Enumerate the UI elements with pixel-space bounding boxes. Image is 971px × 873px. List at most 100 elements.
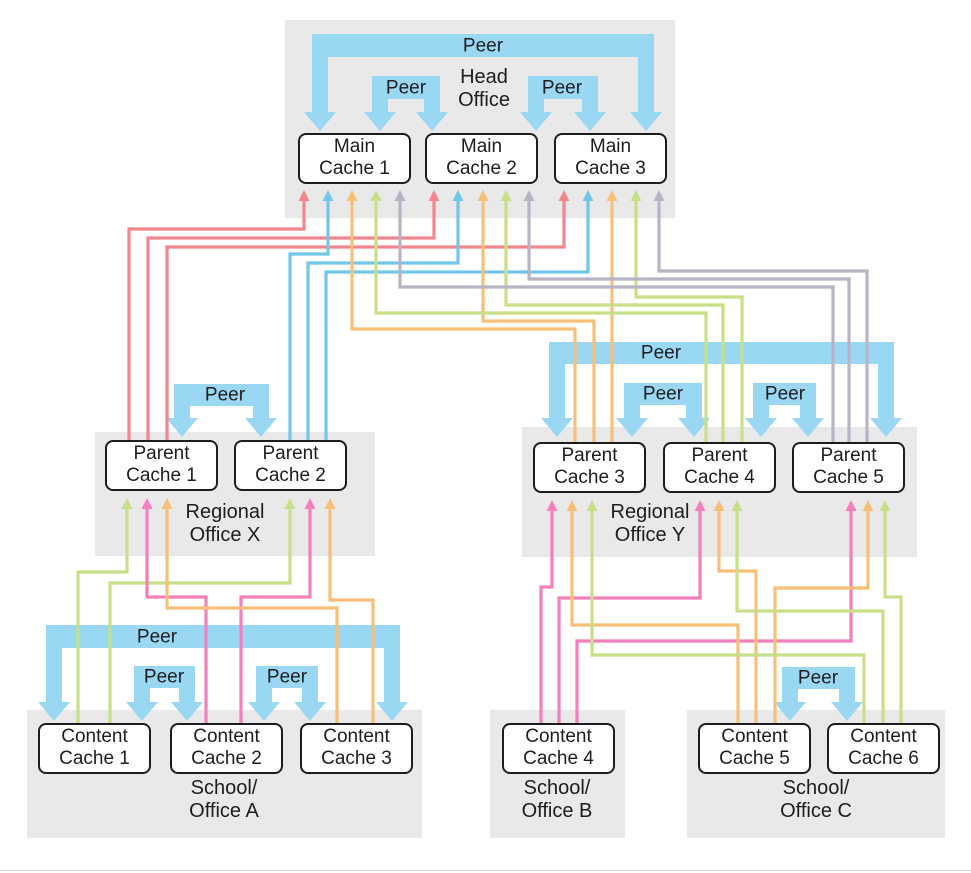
arrowhead-icon <box>394 190 406 201</box>
arrowhead-icon <box>523 190 535 201</box>
connection-parent-cache-1-to-main-cache-3 <box>165 200 566 440</box>
office-label-line1: School/ <box>523 777 591 799</box>
cache-label-line1: Content <box>525 726 592 747</box>
office-label-line2: Office <box>458 89 510 111</box>
peer-arrowhead-icon <box>38 702 70 721</box>
connection-content-cache-6-to-parent-cache-4 <box>735 510 885 723</box>
peer-arrow-head-outer: Peer <box>304 34 662 131</box>
cache-label-line2: Cache 5 <box>719 748 790 769</box>
peer-arrowhead-icon <box>166 418 198 437</box>
peer-arrowhead-icon <box>630 112 662 131</box>
arrowhead-icon <box>477 190 489 201</box>
arrowhead-icon <box>324 498 336 509</box>
connection-content-cache-6-to-parent-cache-3 <box>590 510 866 723</box>
connection-content-cache-4-to-parent-cache-4 <box>557 510 702 723</box>
cache-label-line2: Cache 1 <box>126 465 197 486</box>
cache-label-line2: Cache 4 <box>523 748 594 769</box>
cache-label-line1: Parent <box>133 443 190 464</box>
peer-arrowhead-icon <box>792 418 824 437</box>
arrowhead-icon <box>546 500 558 511</box>
peer-label: Peer <box>643 384 684 405</box>
arrowhead-icon <box>845 500 857 511</box>
cache-label-line2: Cache 1 <box>319 158 390 179</box>
arrowhead-icon <box>558 190 570 201</box>
arrowhead-icon <box>304 498 316 509</box>
peer-arrow-head-left: Peer <box>364 76 448 131</box>
content-cache-1-box: Content Cache 1 <box>38 723 151 774</box>
arrowhead-icon <box>566 500 578 511</box>
arrowhead-icon <box>428 190 440 201</box>
peer-arrowhead-icon <box>245 418 277 437</box>
arrowhead-icon <box>121 498 133 509</box>
arrowhead-icon <box>141 498 153 509</box>
peer-arrowhead-icon <box>745 418 777 437</box>
peer-arrowhead-icon <box>416 112 448 131</box>
cache-label-line1: Parent <box>691 445 748 466</box>
cache-label-line1: Main <box>460 136 503 157</box>
connection-parent-cache-2-to-main-cache-3 <box>324 200 590 440</box>
connection-parent-cache-3-to-main-cache-1 <box>350 200 577 442</box>
regional-office-y-label: Regional Office Y <box>611 501 690 547</box>
cache-label-line1: Content <box>193 726 260 747</box>
office-label-line2: Office A <box>189 800 259 822</box>
peer-arrow-region-y-left: Peer <box>616 383 710 437</box>
cache-label-line2: Cache 5 <box>813 467 884 488</box>
arrowhead-icon <box>731 500 743 511</box>
peer-label: Peer <box>144 667 185 688</box>
peer-arrowhead-icon <box>126 702 158 721</box>
cache-label-line1: Content <box>721 726 788 747</box>
connection-parent-cache-4-to-main-cache-2 <box>504 200 725 442</box>
peer-label: Peer <box>205 385 246 406</box>
content-cache-3-box: Content Cache 3 <box>300 723 413 774</box>
connection-parent-cache-5-to-main-cache-1 <box>398 200 835 442</box>
connection-content-cache-3-to-parent-cache-2 <box>328 508 375 723</box>
peer-label: Peer <box>765 384 806 405</box>
peer-arrowhead-icon <box>520 112 552 131</box>
peer-arrowhead-icon <box>574 112 606 131</box>
peer-arrow-head-right: Peer <box>520 76 606 131</box>
bottom-divider <box>0 870 971 871</box>
arrowhead-icon <box>370 190 382 201</box>
cache-label-line1: Parent <box>820 445 877 466</box>
head-office-label: Head Office <box>458 66 510 112</box>
arrowhead-icon <box>862 500 874 511</box>
arrowhead-icon <box>653 190 665 201</box>
peer-arrow-school-a-outer: Peer <box>38 625 408 721</box>
school-office-c-label: School/ Office C <box>780 777 852 823</box>
arrowhead-icon <box>630 190 642 201</box>
office-label-line2: Office X <box>189 524 261 546</box>
connection-parent-cache-1-to-main-cache-2 <box>146 200 436 440</box>
office-label-line1: Regional <box>610 501 690 523</box>
connection-parent-cache-4-to-main-cache-1 <box>374 200 708 442</box>
regional-office-x-label: Regional Office X <box>186 501 265 547</box>
main-cache-3-box: Main Cache 3 <box>554 133 667 184</box>
parent-cache-2-box: Parent Cache 2 <box>234 440 347 491</box>
connection-parent-cache-5-to-main-cache-3 <box>657 200 869 442</box>
school-office-b-label: School/ Office B <box>522 777 593 823</box>
arrowhead-icon <box>586 500 598 511</box>
cache-label-line2: Cache 2 <box>191 748 262 769</box>
cache-label-line1: Main <box>589 136 632 157</box>
peer-arrowhead-icon <box>294 702 326 721</box>
office-label-line1: School/ <box>782 777 850 799</box>
arrowhead-icon <box>606 190 618 201</box>
arrowhead-icon <box>694 500 706 511</box>
connection-parent-cache-1-to-main-cache-1 <box>127 200 306 440</box>
peer-arrowhead-icon <box>304 112 336 131</box>
arrowhead-icon <box>298 190 310 201</box>
connection-content-cache-3-to-parent-cache-1 <box>165 508 339 723</box>
peer-arrowhead-icon <box>376 702 408 721</box>
parent-cache-5-box: Parent Cache 5 <box>792 442 905 493</box>
peer-arrowhead-icon <box>364 112 396 131</box>
cache-label-line2: Cache 3 <box>321 748 392 769</box>
peer-arrowhead-icon <box>541 418 573 437</box>
office-label-line2: Office B <box>521 800 593 822</box>
peer-label: Peer <box>641 343 682 364</box>
peer-label: Peer <box>798 668 839 689</box>
peer-arrow-region-x: Peer <box>166 384 277 437</box>
peer-arrowhead-icon <box>248 702 280 721</box>
cache-label-line1: Parent <box>262 443 319 464</box>
peer-label: Peer <box>542 78 583 99</box>
content-cache-6-box: Content Cache 6 <box>827 723 940 774</box>
